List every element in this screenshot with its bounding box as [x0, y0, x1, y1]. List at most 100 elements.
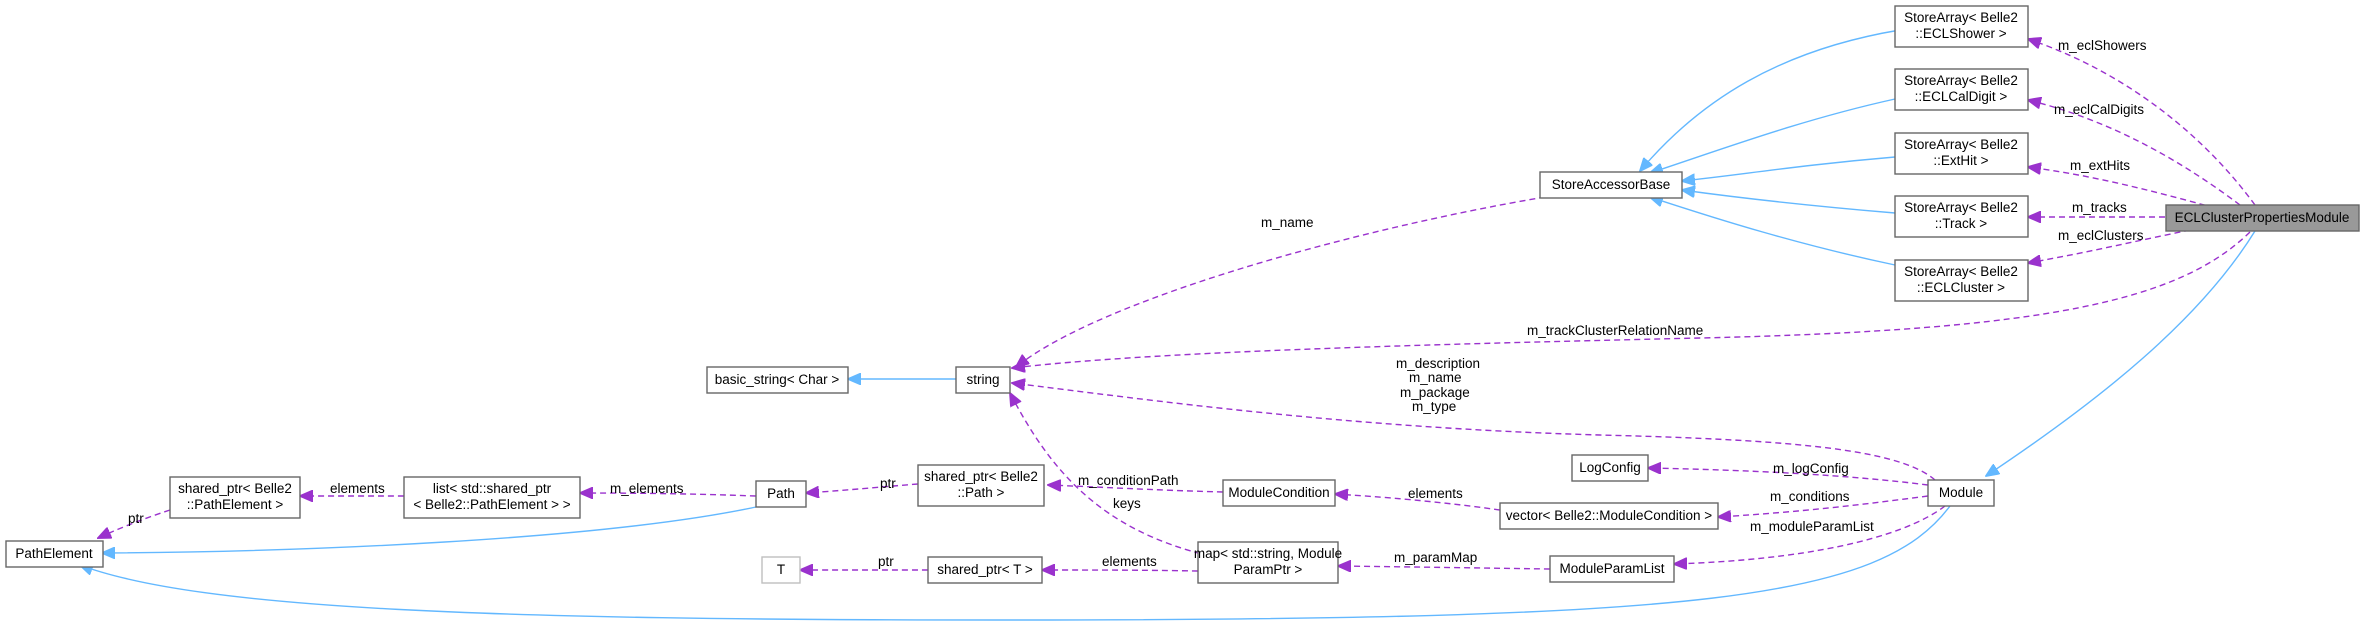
label-elements-map: elements — [1102, 554, 1157, 569]
node-store-array-eclshower[interactable]: StoreArray< Belle2 ::ECLShower > — [1894, 5, 2029, 48]
node-label: PathElement — [15, 546, 93, 561]
edge-m-trackclusterrelationname — [1012, 231, 2251, 368]
label-m-name-module: m_name — [1409, 370, 1462, 385]
node-label-line2: < Belle2::PathElement > > — [413, 497, 570, 512]
node-store-array-eclcluster[interactable]: StoreArray< Belle2 ::ECLCluster > — [1894, 259, 2029, 302]
edge-eclcaldigit-to-storeaccessorbase — [1650, 98, 1896, 173]
node-label-line1: StoreArray< Belle2 — [1904, 73, 2018, 88]
node-ecl-cluster-properties-module[interactable]: ECLClusterPropertiesModule — [2165, 204, 2360, 232]
node-label: ModuleCondition — [1228, 485, 1329, 500]
node-label-line1: StoreArray< Belle2 — [1904, 200, 2018, 215]
inheritance-edges — [80, 29, 2256, 621]
label-m-description: m_description — [1396, 356, 1480, 371]
edge-m-moduleparamlist — [1674, 505, 1946, 564]
node-label-line2: ::ECLCalDigit > — [1915, 89, 2008, 104]
edge-eclcluster-to-storeaccessorbase — [1650, 197, 1896, 266]
node-module-condition[interactable]: ModuleCondition — [1222, 479, 1336, 507]
label-m-eclshowers: m_eclShowers — [2058, 38, 2147, 53]
node-vector-module-condition[interactable]: vector< Belle2::ModuleCondition > — [1499, 502, 1719, 530]
node-label-line1: shared_ptr< Belle2 — [924, 469, 1038, 484]
label-m-eclcaldigits: m_eclCalDigits — [2054, 102, 2144, 117]
node-basic-string[interactable]: basic_string< Char > — [706, 366, 849, 394]
node-map-module-param[interactable]: map< std::string, Module ParamPtr > — [1194, 541, 1342, 584]
node-label-line1: StoreArray< Belle2 — [1904, 137, 2018, 152]
node-label: T — [777, 562, 785, 577]
node-label: vector< Belle2::ModuleCondition > — [1506, 508, 1712, 523]
node-label-line1: StoreArray< Belle2 — [1904, 10, 2018, 25]
node-label-line2: ::Track > — [1935, 216, 1988, 231]
node-shared-ptr-pathelement[interactable]: shared_ptr< Belle2 ::PathElement > — [169, 476, 301, 519]
label-m-exthits: m_extHits — [2070, 158, 2130, 173]
edge-module-to-pathelement — [80, 505, 1951, 621]
node-label: Path — [767, 486, 795, 501]
node-store-accessor-base[interactable]: StoreAccessorBase — [1539, 171, 1683, 199]
label-m-conditions: m_conditions — [1770, 489, 1850, 504]
label-m-name: m_name — [1261, 215, 1314, 230]
node-store-array-eclcaldigit[interactable]: StoreArray< Belle2 ::ECLCalDigit > — [1894, 68, 2029, 111]
node-shared-ptr-t[interactable]: shared_ptr< T > — [927, 556, 1043, 584]
node-t[interactable]: T — [761, 556, 801, 584]
node-label-line1: shared_ptr< Belle2 — [178, 481, 292, 496]
label-m-tracks: m_tracks — [2072, 200, 2127, 215]
label-m-logconfig: m_logConfig — [1773, 461, 1849, 476]
node-label: ModuleParamList — [1559, 561, 1664, 576]
node-shared-ptr-path[interactable]: shared_ptr< Belle2 ::Path > — [917, 464, 1045, 507]
label-m-package: m_package — [1400, 385, 1470, 400]
label-m-conditionpath: m_conditionPath — [1078, 473, 1179, 488]
node-module-param-list[interactable]: ModuleParamList — [1549, 555, 1675, 583]
edge-m-eclcaldigits — [2028, 100, 2241, 206]
node-string[interactable]: string — [955, 366, 1011, 394]
edge-m-elements — [580, 493, 757, 496]
node-label-line2: ParamPtr > — [1234, 562, 1303, 577]
edge-module-strings — [1012, 383, 1936, 481]
edge-m-conditions — [1718, 495, 1929, 517]
label-m-moduleparamlist: m_moduleParamList — [1750, 519, 1874, 534]
edge-elements-condition — [1335, 494, 1501, 511]
node-label: string — [966, 372, 999, 387]
label-m-trackclusterrelationname: m_trackClusterRelationName — [1527, 323, 1703, 338]
node-label-line2: ::ECLCluster > — [1917, 280, 2005, 295]
node-label: basic_string< Char > — [715, 372, 840, 387]
node-label: LogConfig — [1579, 460, 1641, 475]
label-ptr-pathelement: ptr — [128, 511, 144, 526]
label-elements-condition: elements — [1408, 486, 1463, 501]
edge-eclclusterpropertiesmodule-to-module — [1986, 230, 2256, 476]
usage-edges — [98, 39, 2256, 571]
label-ptr-path: ptr — [880, 476, 896, 491]
edge-m-eclclusters — [2028, 227, 2201, 263]
label-m-elements: m_elements — [610, 481, 684, 496]
node-label-line1: map< std::string, Module — [1194, 546, 1342, 561]
edge-labels: m_eclShowers m_eclCalDigits m_extHits m_… — [128, 38, 2147, 569]
edge-ptr-path — [806, 483, 919, 493]
edge-m-exthits — [2028, 167, 2216, 209]
label-m-parammap: m_paramMap — [1394, 550, 1477, 565]
edge-m-name — [1016, 196, 1546, 367]
edge-m-parammap — [1338, 566, 1551, 569]
node-label: Module — [1939, 485, 1983, 500]
edge-elements-map — [1042, 570, 1199, 571]
node-store-array-track[interactable]: StoreArray< Belle2 ::Track > — [1894, 195, 2029, 238]
node-store-array-exthit[interactable]: StoreArray< Belle2 ::ExtHit > — [1894, 132, 2029, 175]
label-ptr-t: ptr — [878, 554, 894, 569]
edge-track-to-storeaccessorbase — [1682, 190, 1896, 214]
node-label-line2: ::Path > — [958, 485, 1005, 500]
edge-keys — [1010, 393, 1211, 557]
node-log-config[interactable]: LogConfig — [1571, 454, 1649, 482]
edge-eclshower-to-storeaccessorbase — [1640, 29, 1901, 171]
label-elements-pathelement: elements — [330, 481, 385, 496]
edge-m-eclshowers — [2028, 39, 2256, 206]
node-path-element[interactable]: PathElement — [5, 540, 104, 568]
node-label: StoreAccessorBase — [1552, 177, 1671, 192]
edge-m-logconfig — [1648, 468, 1929, 486]
node-path[interactable]: Path — [755, 480, 807, 508]
edge-ptr-pathelement — [98, 509, 171, 538]
node-label: ECLClusterPropertiesModule — [2175, 210, 2350, 225]
node-label: shared_ptr< T > — [937, 562, 1033, 577]
node-module[interactable]: Module — [1927, 479, 1995, 507]
label-m-eclclusters: m_eclClusters — [2058, 228, 2144, 243]
edge-m-conditionpath — [1048, 485, 1224, 493]
node-list-shared-ptr[interactable]: list< std::shared_ptr < Belle2::PathElem… — [403, 476, 581, 519]
edge-exthit-to-storeaccessorbase — [1682, 156, 1896, 181]
label-m-type: m_type — [1412, 399, 1456, 414]
node-label-line1: list< std::shared_ptr — [433, 481, 552, 496]
